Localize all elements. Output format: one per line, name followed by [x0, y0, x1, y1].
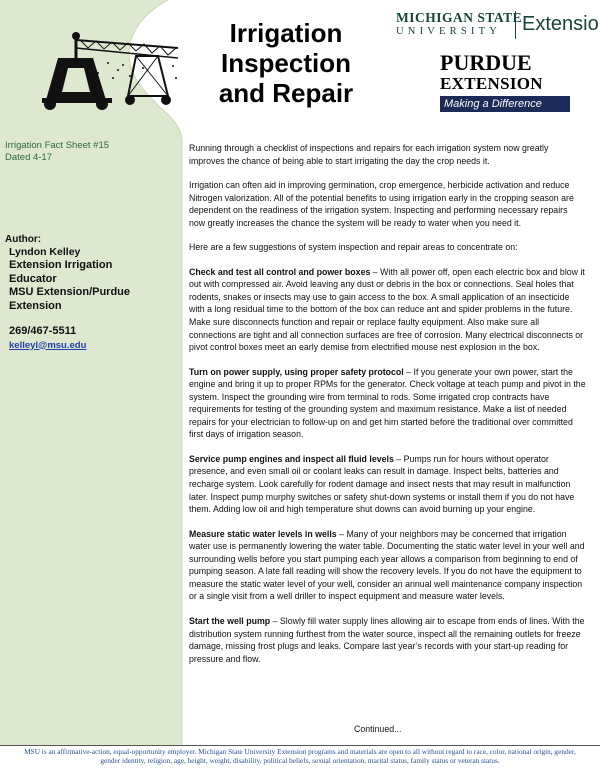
- author-block: Author: Lyndon Kelley Extension Irrigati…: [5, 234, 165, 352]
- title-line-1: Irrigation: [229, 18, 343, 48]
- fact-sheet-number: Irrigation Fact Sheet #15: [5, 140, 110, 151]
- document-title: Irrigation Inspection and Repair: [196, 18, 376, 108]
- purdue-word: PURDUE: [440, 50, 532, 75]
- section-text: – Slowly fill water supply lines allowin…: [189, 615, 585, 664]
- section-heading: Start the well pump: [189, 615, 271, 626]
- section-text: – If you generate your own power, start …: [189, 366, 586, 440]
- sidebar-background: [0, 0, 183, 745]
- msu-logo-divider: [515, 11, 516, 39]
- section-heading: Measure static water levels in wells: [189, 528, 337, 539]
- purdue-extension-word: EXTENSION: [440, 74, 543, 93]
- benefits-paragraph: Irrigation can often aid in improving ge…: [189, 180, 574, 228]
- fact-sheet-info: Irrigation Fact Sheet #15 Dated 4-17: [5, 140, 155, 164]
- section-heading: Check and test all control and power box…: [189, 266, 371, 277]
- section-text: – Pumps run for hours without operator p…: [189, 453, 575, 515]
- intro-paragraph: Running through a checklist of inspectio…: [189, 143, 549, 166]
- center-pivot-illustration: [42, 32, 179, 110]
- footer-disclaimer: MSU is an affirmative-action, equal-oppo…: [24, 747, 576, 765]
- purdue-tagline: Making a Difference: [440, 96, 570, 112]
- msu-extension-word: Extension: [522, 13, 600, 35]
- section-text: – Many of your neighbors may be concerne…: [189, 528, 585, 602]
- footer-divider: [0, 745, 600, 746]
- purdue-extension-logo: PURDUE EXTENSION Making a Difference: [440, 52, 580, 120]
- section-well-pump: Start the well pump – Slowly fill water …: [189, 615, 586, 665]
- continued-label: Continued...: [354, 724, 402, 734]
- article-body: Running through a checklist of inspectio…: [189, 142, 586, 677]
- msu-wordmark: MICHIGAN STATE UNIVERSITY: [396, 10, 523, 38]
- msu-extension-logo: MICHIGAN STATE UNIVERSITY Extension: [396, 10, 600, 46]
- suggestions-paragraph: Here are a few suggestions of system ins…: [189, 242, 518, 253]
- title-line-3: and Repair: [218, 78, 354, 108]
- author-name: Lyndon Kelley: [9, 246, 81, 258]
- section-control-boxes: Check and test all control and power box…: [189, 266, 586, 354]
- msu-name-line-1: MICHIGAN STATE: [396, 10, 523, 25]
- author-org-line-1: MSU Extension/Purdue: [9, 286, 131, 298]
- msu-name-line-2: UNIVERSITY: [396, 26, 501, 37]
- title-line-2: Inspection: [220, 48, 351, 78]
- author-email-link[interactable]: kelleyl@msu.edu: [9, 339, 87, 351]
- author-org-line-2: Extension: [9, 299, 62, 312]
- author-title-line-1: Extension Irrigation: [9, 259, 113, 271]
- author-phone: 269/467-5511: [9, 325, 77, 337]
- section-pump-engines: Service pump engines and inspect all flu…: [189, 453, 586, 516]
- section-heading: Turn on power supply, using proper safet…: [189, 366, 404, 377]
- fact-sheet-date: Dated 4-17: [5, 152, 53, 163]
- section-heading: Service pump engines and inspect all flu…: [189, 453, 394, 464]
- section-water-levels: Measure static water levels in wells – M…: [189, 528, 586, 603]
- section-text: – With all power off, open each electric…: [189, 266, 585, 353]
- author-heading: Author:: [5, 234, 42, 245]
- author-title-line-2: Educator: [9, 272, 57, 285]
- section-power-supply: Turn on power supply, using proper safet…: [189, 366, 586, 441]
